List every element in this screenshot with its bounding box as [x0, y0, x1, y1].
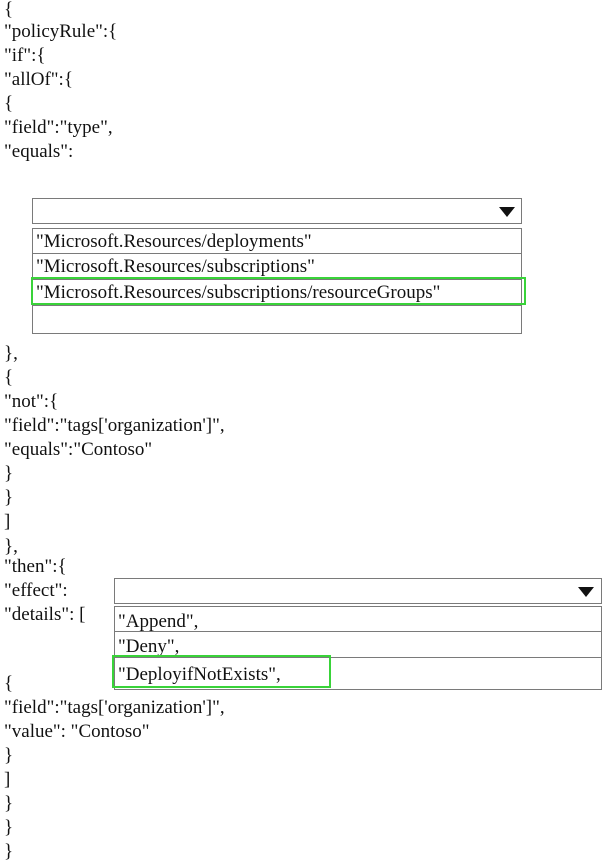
code-line: {	[4, 93, 14, 114]
code-line: ]	[4, 511, 11, 532]
code-line: "effect":	[4, 580, 68, 601]
code-line: "allOf":{	[4, 69, 73, 90]
code-line: ]	[4, 769, 11, 790]
code-line: "policyRule":{	[4, 21, 118, 42]
effect-options: "Append", "Deny", "DeployifNotExists",	[114, 606, 602, 690]
code-line: },	[4, 343, 18, 364]
code-line: },	[4, 536, 18, 557]
dropdown-option-selected[interactable]: "DeployifNotExists",	[118, 664, 281, 685]
dropdown-option-selected[interactable]: "Microsoft.Resources/subscriptions/resou…	[33, 280, 521, 306]
code-line: }	[4, 793, 14, 814]
code-line: "equals":	[4, 141, 74, 162]
code-line: {	[4, 367, 14, 388]
code-line: {	[4, 673, 14, 694]
dropdown-option[interactable]: "Microsoft.Resources/subscriptions"	[33, 254, 521, 280]
dropdown-option[interactable]: "Append",	[115, 607, 601, 632]
chevron-down-icon[interactable]	[499, 207, 515, 217]
code-line: "field":"tags['organization']",	[4, 415, 225, 436]
code-line: "value": "Contoso"	[4, 721, 150, 742]
dropdown-option[interactable]: "Deny",	[115, 632, 601, 658]
effect-dropdown[interactable]	[114, 578, 602, 604]
code-line: "not":{	[4, 391, 59, 412]
resource-type-options: "Microsoft.Resources/deployments" "Micro…	[32, 228, 522, 334]
code-line: "equals":"Contoso"	[4, 439, 153, 460]
code-line: "if":{	[4, 45, 46, 66]
dropdown-option[interactable]	[33, 306, 521, 333]
chevron-down-icon[interactable]	[578, 587, 594, 597]
code-line: "field":"tags['organization']",	[4, 697, 225, 718]
code-line: }	[4, 463, 14, 484]
selection-highlight	[112, 655, 331, 688]
code-line: }	[4, 745, 14, 766]
dropdown-option[interactable]: "Microsoft.Resources/deployments"	[33, 229, 521, 254]
code-line: "then":{	[4, 556, 67, 577]
code-line: }	[4, 487, 14, 508]
code-line: }	[4, 841, 14, 862]
code-line: }	[4, 817, 14, 838]
selection-highlight	[31, 277, 526, 305]
code-line: {	[4, 0, 14, 20]
resource-type-dropdown[interactable]	[32, 198, 522, 224]
code-line: "details": [	[4, 604, 86, 625]
code-line: "field":"type",	[4, 117, 113, 138]
